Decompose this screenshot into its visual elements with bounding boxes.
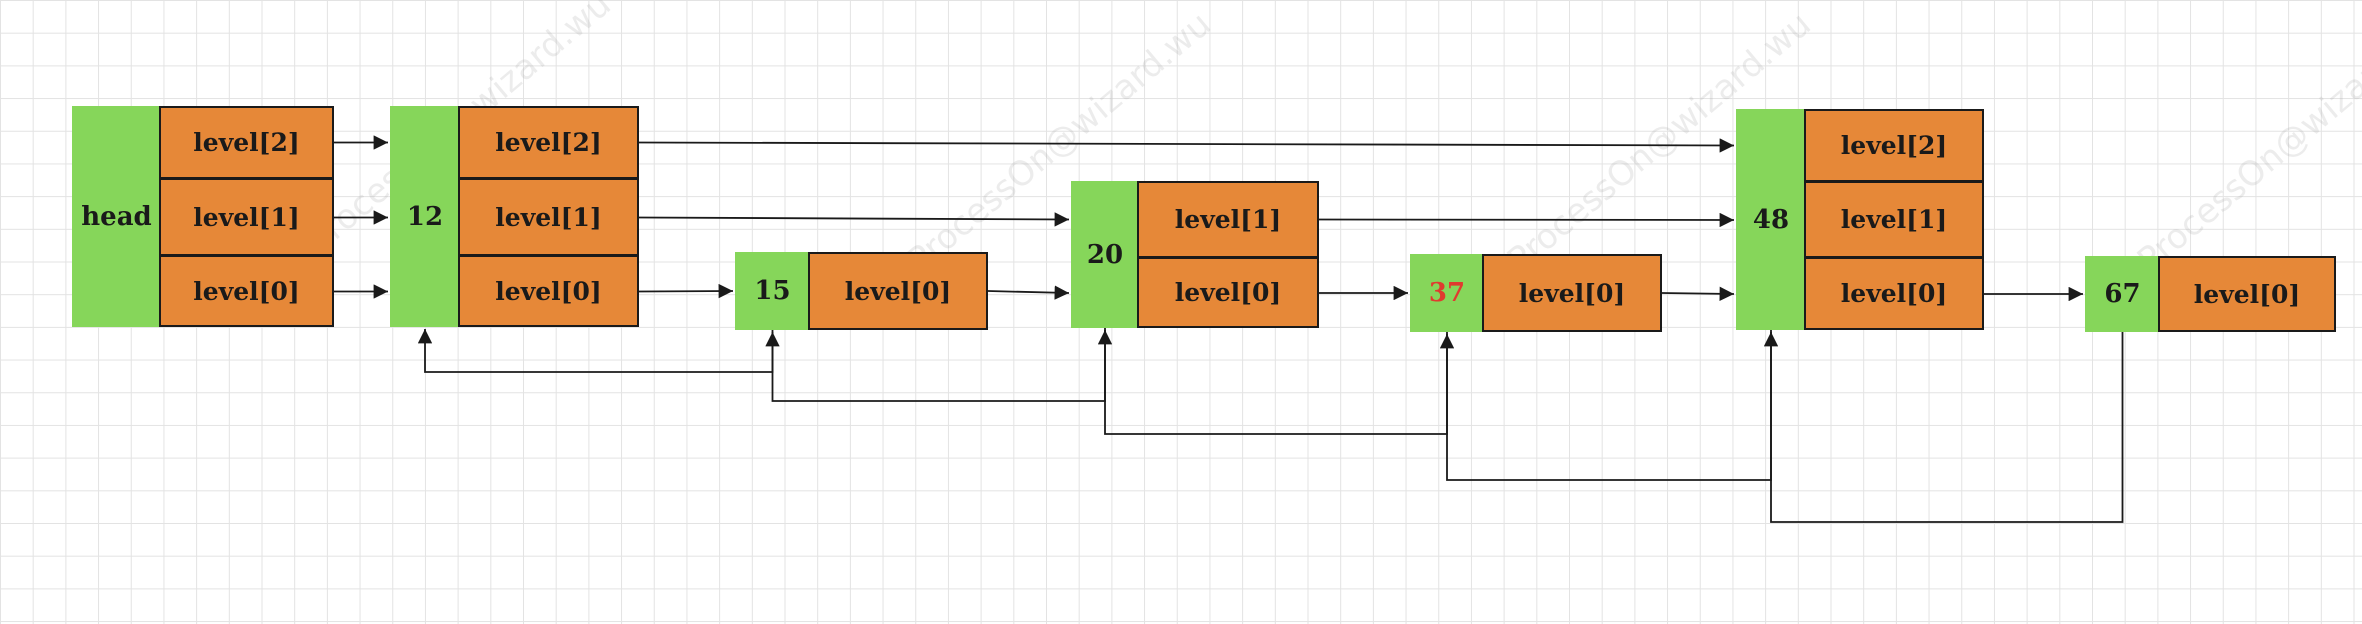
forward-link-arrow (638, 212, 1070, 227)
level-cell: level[2] (159, 106, 334, 179)
forward-link-arrow (638, 283, 734, 299)
node-n67: 67 (2085, 256, 2160, 332)
backward-links (417, 328, 2124, 523)
forward-link-arrow (1661, 286, 1735, 301)
level-cell: level[1] (1804, 181, 1984, 258)
level-cell: level[0] (1804, 257, 1984, 330)
forward-link-arrow (987, 285, 1070, 300)
level-cell: level[2] (1804, 109, 1984, 182)
backward-link-arrow (1097, 330, 1448, 435)
node-head: head (72, 106, 161, 327)
level-cell: level[2] (458, 106, 639, 179)
backward-link-arrow (1763, 332, 2124, 523)
level-cell: level[1] (159, 178, 334, 256)
forward-link-arrow (1318, 212, 1735, 228)
forward-links (334, 135, 2083, 302)
backward-link-arrow (1439, 330, 1772, 481)
backward-link-arrow (417, 329, 774, 373)
node-n12: 12 (390, 106, 460, 327)
node-n48: 48 (1736, 109, 1806, 330)
node-n20: 20 (1071, 181, 1139, 328)
level-cell: level[0] (458, 255, 639, 327)
level-cell: level[0] (808, 252, 988, 330)
node-n37: 37 (1410, 254, 1484, 332)
level-cell: level[1] (458, 178, 639, 256)
level-cell: level[0] (159, 255, 334, 327)
node-n15: 15 (735, 252, 810, 330)
level-cell: level[0] (2158, 256, 2336, 332)
level-cell: level[0] (1137, 257, 1319, 328)
backward-link-arrow (765, 328, 1106, 402)
level-cell: level[1] (1137, 181, 1319, 258)
forward-link-arrow (638, 138, 1735, 153)
level-cell: level[0] (1482, 254, 1662, 332)
